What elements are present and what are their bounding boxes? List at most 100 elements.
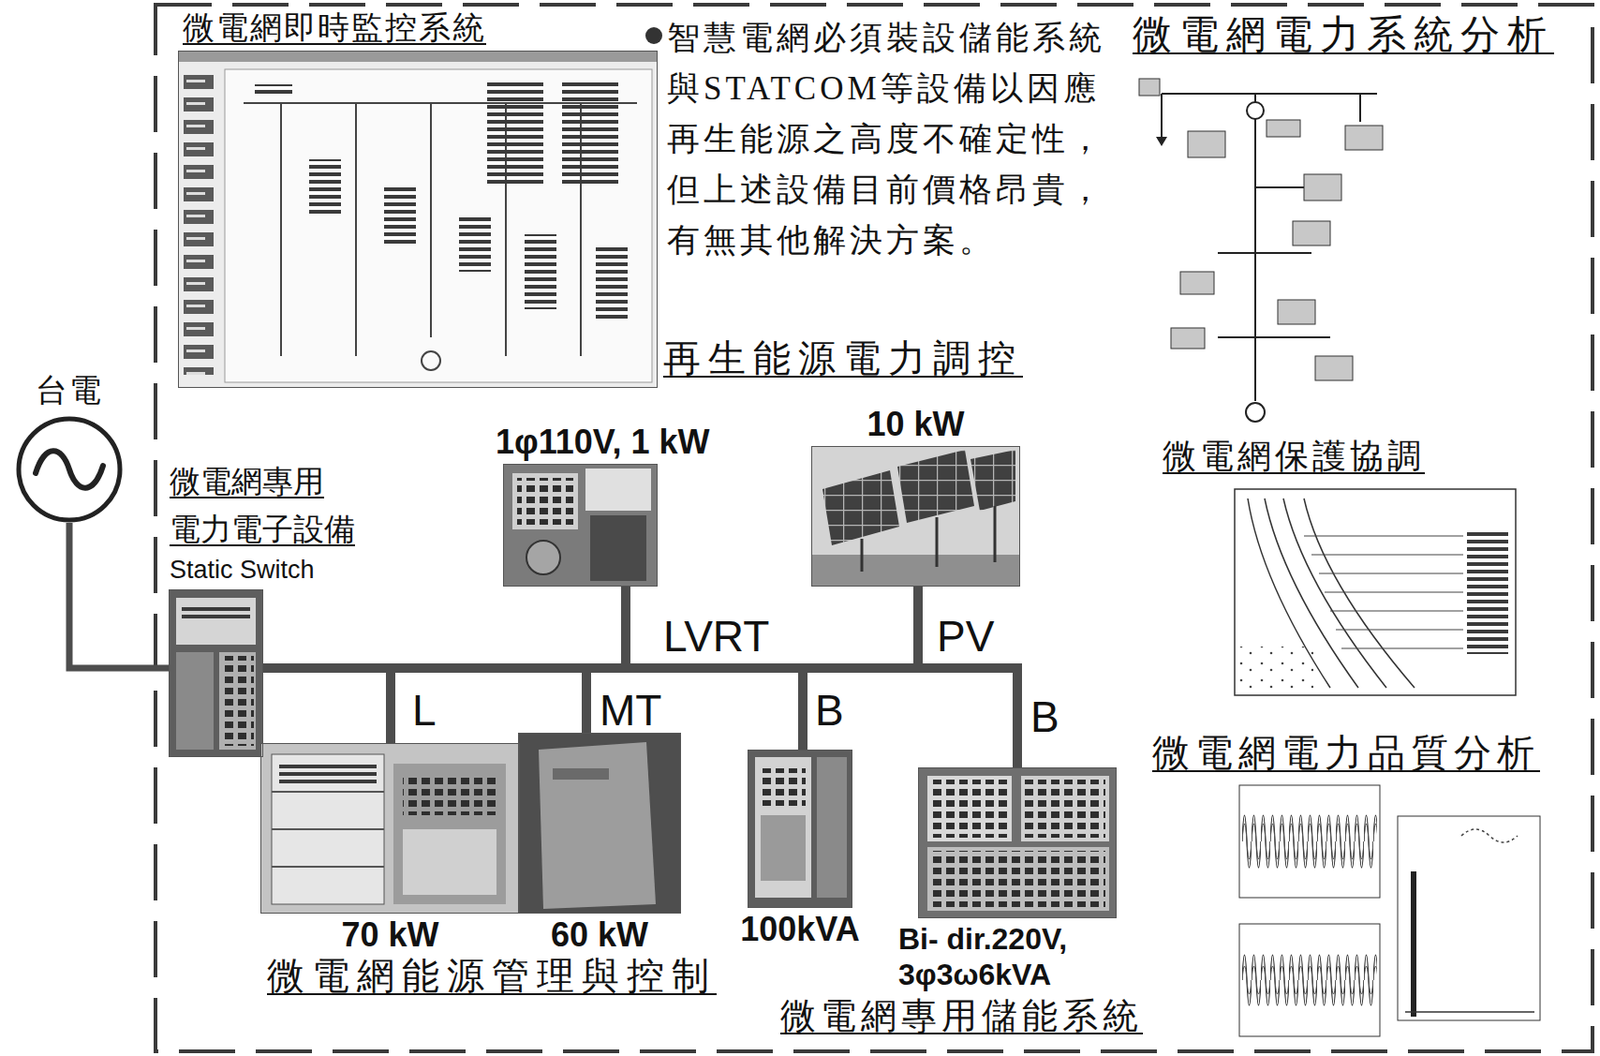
illustration-part-part <box>224 69 652 383</box>
illustration-part-part <box>512 473 578 530</box>
grid-source: 台電 <box>15 415 123 523</box>
branch-label: PV <box>936 614 994 658</box>
branch-label: B <box>1030 695 1060 739</box>
illustration-part <box>1139 78 1383 422</box>
section-heading: 微電網能源管理與控制 <box>266 955 717 997</box>
illustration-part-part <box>590 515 647 581</box>
source-circle <box>15 415 123 523</box>
bus-connector <box>263 586 919 668</box>
bus-connector <box>263 667 803 750</box>
illustration-part <box>168 589 264 757</box>
branch-label: LVRT <box>663 614 770 658</box>
illustration-part-part <box>183 74 218 375</box>
rating-label: Bi- dir.220V, 3φ3ω6kVA <box>898 920 1133 993</box>
caption: 微電網保護協調 <box>1162 438 1425 476</box>
illustration-part-part <box>260 742 520 914</box>
illustration-part-part <box>393 763 506 904</box>
caption: 70 kW <box>340 916 439 954</box>
illustration-part <box>177 50 658 388</box>
caption: 台電 <box>35 371 104 411</box>
illustration-part-part <box>760 814 806 881</box>
caption: 微電網即時監控系統 <box>182 9 487 48</box>
illustration-part <box>155 4 1593 1052</box>
illustration-part-part <box>524 234 557 310</box>
illustration-part-part <box>279 760 377 786</box>
illustration-part-part <box>897 449 975 523</box>
lvrt-unit: 1φ110V, 1 kW <box>503 463 658 587</box>
source-circle <box>18 418 120 520</box>
section-heading: 微電網電力系統分析 <box>1132 13 1555 57</box>
protection-panel: 微電網保護協調 <box>1218 479 1530 704</box>
branch-label: MT <box>599 688 662 732</box>
illustration-part-part <box>760 768 806 806</box>
illustration-part-part <box>1239 923 1380 1037</box>
illustration-part-part <box>861 505 995 572</box>
static-switch: 微電網專用 電力電子設備Static Switch <box>168 589 264 757</box>
illustration-part-part <box>1239 785 1380 898</box>
illustration-part-part <box>970 449 1016 511</box>
bus-connector <box>263 667 1018 768</box>
source-label: 台電 <box>35 371 104 411</box>
illustration-part <box>811 445 1021 587</box>
note-text: 智慧電網必須裝設儲能系統與STATCOM等設備以因應再生能源之高度不確定性，但上… <box>666 13 1117 267</box>
ac-symbol <box>35 450 104 489</box>
illustration-part-part <box>822 470 900 546</box>
illustration-part-part <box>1266 119 1301 137</box>
section-heading: 再生能源電力調控 <box>663 337 1023 381</box>
illustration-part-part <box>219 651 256 750</box>
illustration-part-part <box>271 791 385 867</box>
caption: 微電網電力品質分析 <box>1152 732 1541 774</box>
illustration-part-part <box>1315 355 1353 381</box>
illustration-part-part <box>254 84 293 98</box>
bus-connector <box>69 522 169 668</box>
caption: 60 kW <box>550 916 649 954</box>
illustration-part-part <box>1410 871 1417 1017</box>
bus-connector <box>263 586 626 668</box>
illustration-part-part <box>1461 829 1518 843</box>
illustration-part-part <box>503 463 658 587</box>
illustration-part <box>918 767 1117 919</box>
illustration-part-part <box>402 777 497 815</box>
illustration-part <box>645 27 663 45</box>
illustration-part-part <box>927 846 1110 911</box>
bus-connector <box>263 667 391 743</box>
illustration-part-part <box>176 597 256 645</box>
illustration-part-part <box>755 756 812 898</box>
caption: 微電網電力系統分析 <box>1132 13 1555 57</box>
illustration-part-part <box>487 82 544 186</box>
illustration-part-part <box>221 655 254 746</box>
illustration-part-part <box>526 540 561 575</box>
illustration-part-part <box>747 749 853 908</box>
illustration-part-part <box>1238 646 1314 692</box>
illustration-part-part <box>177 50 658 388</box>
illustration-part-part <box>927 775 1012 842</box>
branch-label: B <box>814 688 845 732</box>
illustration-part-part <box>518 732 682 914</box>
illustration-part-part <box>1277 299 1316 325</box>
rating-label: 100kVA <box>740 910 860 949</box>
illustration-part-part <box>517 477 574 525</box>
section-heading: 微電網保護協調 <box>1162 438 1425 476</box>
illustration-part-part <box>1303 535 1464 649</box>
illustration-part-part <box>181 603 251 619</box>
illustration-part-part <box>271 754 385 904</box>
section-heading: 微電網專用儲能系統 <box>780 996 1143 1037</box>
illustration-part-part <box>538 741 656 909</box>
battery-cabinet: 100kVA <box>747 749 853 908</box>
illustration-part-part <box>1021 775 1110 842</box>
illustration-part-part <box>176 651 214 750</box>
illustration-part-part <box>1170 327 1205 349</box>
illustration-part-part <box>1303 174 1342 201</box>
illustration-part-part <box>1242 785 1378 898</box>
illustration-part-part <box>177 50 658 62</box>
section-heading: 微電網即時監控系統 <box>182 9 487 48</box>
microturbine: 60 kW <box>518 732 682 914</box>
illustration-part-part <box>421 351 441 371</box>
section-heading: 微電網專用 電力電子設備 <box>169 458 358 554</box>
illustration-part-part <box>811 554 1021 587</box>
caption: 微電網專用 電力電子設備Static Switch <box>169 458 358 585</box>
illustration-part-part <box>459 215 491 272</box>
illustration-part-part <box>1155 136 1168 147</box>
illustration-part <box>518 732 682 914</box>
